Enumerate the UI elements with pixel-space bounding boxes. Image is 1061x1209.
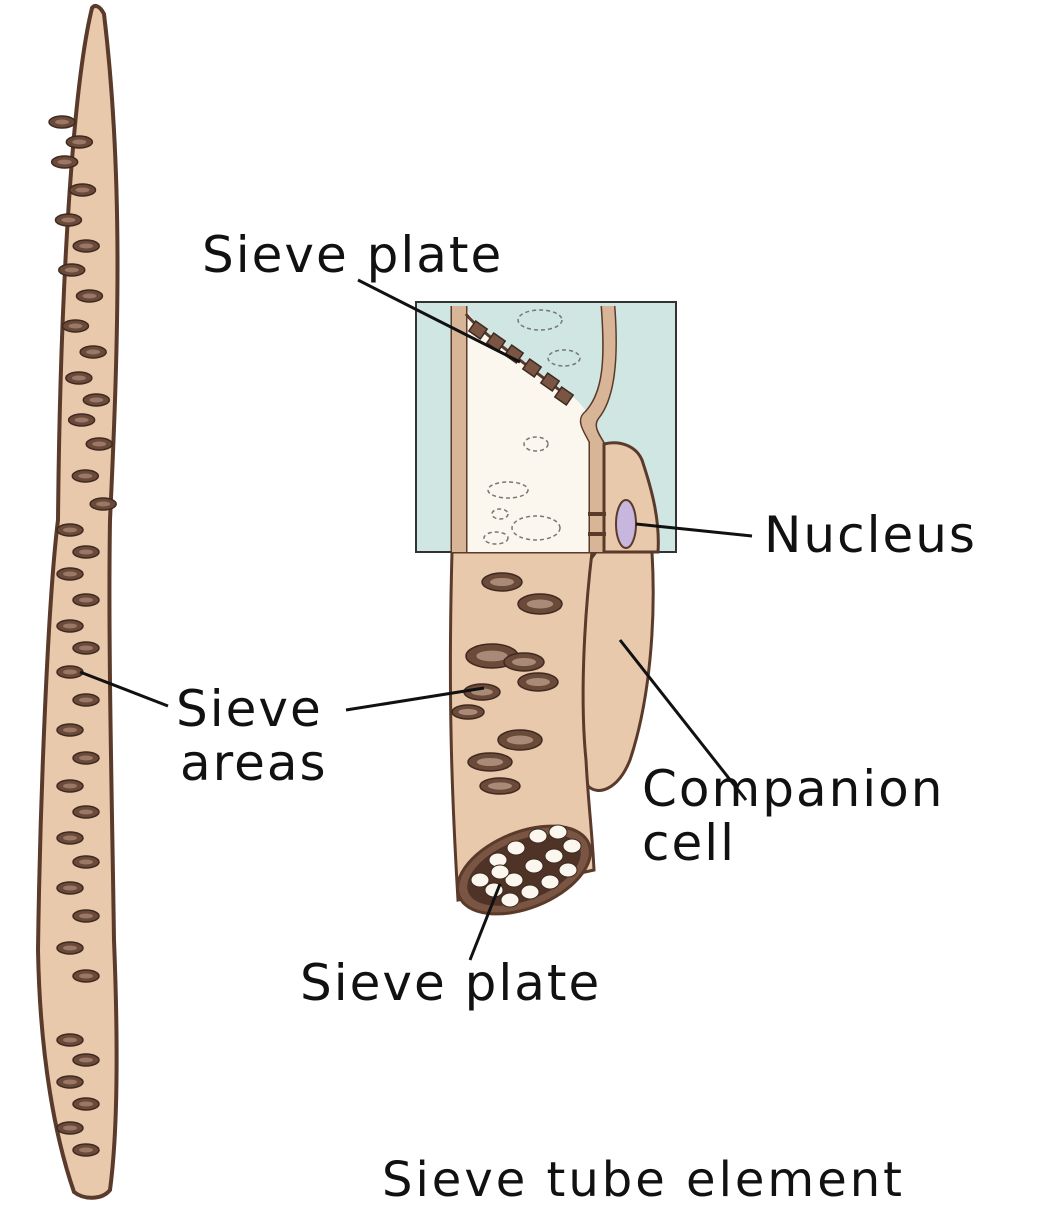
sieve-area-pore-center xyxy=(63,784,77,789)
caption: Sieve tube element xyxy=(382,1152,905,1208)
sieve-area-pore-center xyxy=(79,914,93,919)
sieve-plate-pore xyxy=(541,875,559,889)
sieve-area-pore-center xyxy=(477,758,503,766)
label-nucleus: Nucleus xyxy=(764,506,977,564)
plasmodesma xyxy=(588,512,606,516)
sieve-area-pore-center xyxy=(79,1058,93,1063)
sieve-area-pore-center xyxy=(476,651,507,662)
companion-cell xyxy=(580,552,653,790)
sieve-area-pore-center xyxy=(82,294,96,299)
sieve-area-pore-center xyxy=(79,244,93,249)
sieve-area-pore-center xyxy=(78,474,92,479)
sieve-area-pore-center xyxy=(63,728,77,733)
sieve-area-pore-center xyxy=(79,1148,93,1153)
label-companion-line2: cell xyxy=(642,814,736,872)
sieve-area-pore-center xyxy=(63,1080,77,1085)
sieve-area-pore-center xyxy=(63,1038,77,1043)
sieve-plate-pore xyxy=(563,839,581,853)
sieve-area-pore-center xyxy=(63,624,77,629)
sieve-area-pore-center xyxy=(79,810,93,815)
sieve-area-pore-center xyxy=(86,350,100,355)
sieve-area-pore-center xyxy=(63,886,77,891)
sieve-area-pore-center xyxy=(79,860,93,865)
sieve-area-pore-center xyxy=(92,442,106,447)
sieve-area-pore-center xyxy=(507,736,533,745)
sieve-area-pore-center xyxy=(65,268,79,273)
sieve-area-pore-center xyxy=(68,324,82,329)
sieve-area-pore-center xyxy=(63,1126,77,1131)
sieve-area-pore-center xyxy=(55,120,69,125)
sieve-plate-pore xyxy=(559,863,577,877)
sieve-area-pore-center xyxy=(458,709,477,715)
sieve-area-pore-center xyxy=(63,670,77,675)
sieve-plate-pore xyxy=(507,841,525,855)
sieve-area-pore-center xyxy=(58,160,72,165)
label-sieve-areas-line1: Sieve xyxy=(176,680,323,738)
sieve-area-pore-center xyxy=(488,782,512,789)
nucleus xyxy=(616,500,636,548)
plasmodesma xyxy=(588,532,606,536)
sieve-plate-pore xyxy=(491,865,509,879)
label-sieve-plate-top: Sieve plate xyxy=(202,226,503,284)
sieve-area-pore-center xyxy=(61,218,75,223)
sieve-area-pore-center xyxy=(89,398,103,403)
sieve-area-pore-center xyxy=(96,502,110,507)
sieve-plate-pore xyxy=(549,825,567,839)
sieve-plate-pore xyxy=(525,859,543,873)
sieve-area-pore-center xyxy=(72,140,86,145)
sieve-plate-pore xyxy=(471,873,489,887)
sieve-area-pore-center xyxy=(79,974,93,979)
sieve-area-pore-center xyxy=(72,376,86,381)
sieve-area-pore-center xyxy=(79,598,93,603)
sieve-area-pore-center xyxy=(79,646,93,651)
sieve-plate-pore xyxy=(545,849,563,863)
sieve-area-pore-center xyxy=(490,578,514,586)
sieve-area-pore-center xyxy=(75,188,89,193)
sieve-area-pore-center xyxy=(75,418,89,423)
sieve-area-pore-center xyxy=(63,836,77,841)
sieve-area-pore-center xyxy=(63,572,77,577)
sieve-area-pore-center xyxy=(79,756,93,761)
sieve-area-pore-center xyxy=(512,658,536,666)
sieve-area-pore-center xyxy=(79,698,93,703)
sieve-area-pore-center xyxy=(79,1102,93,1107)
sieve-plate-pore xyxy=(501,893,519,907)
label-sieve-plate-bottom: Sieve plate xyxy=(300,954,601,1012)
sieve-area-pore-center xyxy=(63,946,77,951)
sieve-area-pore-center xyxy=(527,600,553,609)
sieve-area-pore-center xyxy=(526,678,550,686)
sieve-plate-pore xyxy=(529,829,547,843)
sieve-plate-pore xyxy=(521,885,539,899)
sieve-area-pore-center xyxy=(79,550,93,555)
label-companion-line1: Companion xyxy=(642,760,944,818)
sieve-area-pore-center xyxy=(63,528,77,533)
tube-wall-left-fill xyxy=(452,306,466,552)
label-sieve-areas-line2: areas xyxy=(180,734,328,792)
